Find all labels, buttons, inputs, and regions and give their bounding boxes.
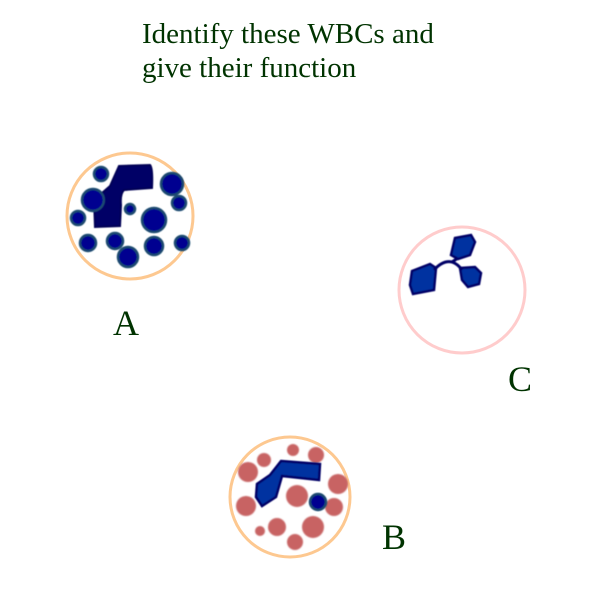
cell-a: A	[65, 151, 195, 343]
question-line-1: Identify these WBCs and	[142, 18, 434, 50]
cell-b: B	[228, 435, 406, 559]
cell-c-membrane	[397, 225, 527, 355]
cell-a-granules	[69, 165, 191, 269]
cell-b-dark-granule	[308, 492, 328, 512]
cell-c: C	[397, 225, 532, 399]
cell-c-nucleus	[408, 233, 483, 296]
question-line-2: give their function	[142, 52, 357, 84]
cell-b-granules	[236, 444, 348, 550]
cell-c-label: C	[508, 359, 532, 399]
cell-a-label: A	[113, 303, 139, 343]
cell-b-label: B	[382, 517, 406, 557]
cell-b-nucleus	[254, 459, 322, 508]
cell-a-nucleus	[92, 163, 154, 229]
